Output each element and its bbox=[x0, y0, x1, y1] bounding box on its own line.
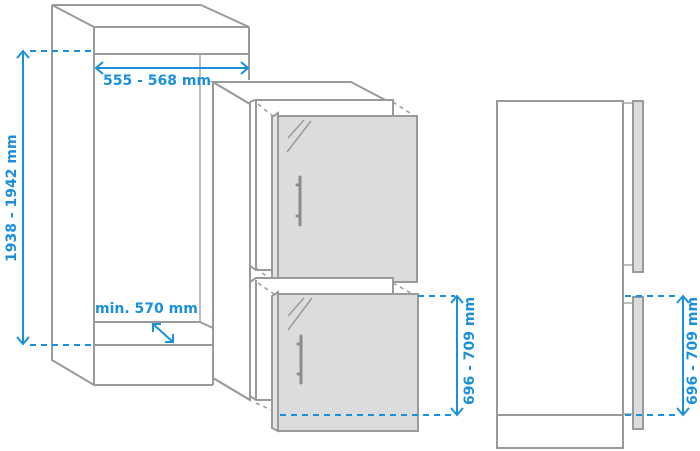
appliance-carcass bbox=[209, 81, 394, 402]
niche-depth-label: min. 570 mm bbox=[95, 301, 198, 317]
side-lower-door-dimension bbox=[625, 294, 690, 417]
niche-height-label: 1938 - 1942 mm bbox=[4, 134, 20, 262]
lower-door bbox=[271, 290, 419, 433]
niche-width-dimension bbox=[94, 61, 250, 75]
niche-width-label: 555 - 568 mm bbox=[103, 73, 212, 89]
side-lower-door-height-label: 696 - 709 mm bbox=[685, 296, 700, 405]
side-view bbox=[496, 100, 644, 449]
niche-depth-dimension bbox=[152, 323, 174, 343]
front-lower-door-height-label: 696 - 709 mm bbox=[462, 296, 478, 405]
front-lower-door-dimension bbox=[280, 294, 464, 417]
upper-door bbox=[271, 111, 418, 283]
upper-door-handle-icon bbox=[295, 175, 302, 227]
lower-door-handle-icon bbox=[296, 334, 303, 385]
niche-height-dimension bbox=[16, 49, 92, 346]
